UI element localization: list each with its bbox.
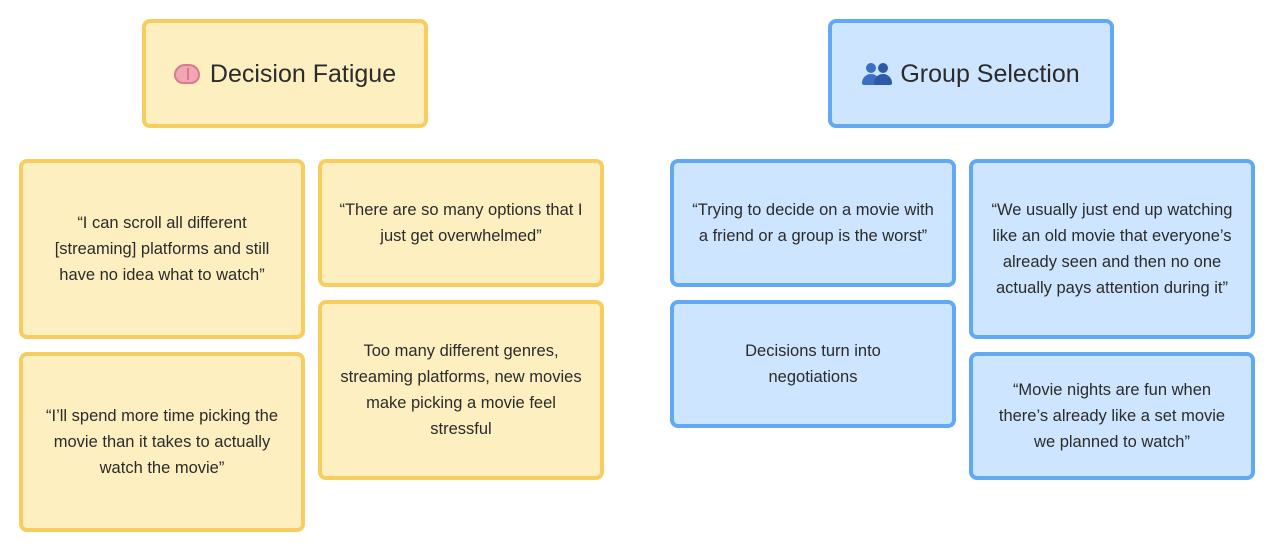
sticky-note[interactable]: Decisions turn into negotiations	[670, 300, 956, 428]
note-text: “I can scroll all different [streaming] …	[54, 214, 270, 284]
note-text: “There are so many options that I just g…	[339, 201, 583, 245]
decision-fatigue-header[interactable]: Decision Fatigue	[142, 19, 428, 128]
note-text: Decisions turn into negotiations	[745, 342, 881, 386]
group-selection-header[interactable]: Group Selection	[828, 19, 1114, 128]
sticky-note[interactable]: “I can scroll all different [streaming] …	[19, 159, 305, 339]
group-title: Decision Fatigue	[209, 59, 397, 88]
note-text: “Trying to decide on a movie with a frie…	[692, 201, 934, 245]
sticky-note[interactable]: Too many different genres, streaming pla…	[318, 300, 604, 480]
group-title: Group Selection	[900, 59, 1080, 88]
sticky-note[interactable]: “There are so many options that I just g…	[318, 159, 604, 287]
brain-icon	[173, 63, 200, 84]
sticky-note[interactable]: “Trying to decide on a movie with a frie…	[670, 159, 956, 287]
sticky-note[interactable]: “Movie nights are fun when there’s alrea…	[969, 352, 1255, 480]
people-icon	[862, 62, 893, 85]
sticky-note[interactable]: “I’ll spend more time picking the movie …	[19, 352, 305, 532]
note-text: Too many different genres, streaming pla…	[340, 342, 582, 438]
sticky-note[interactable]: “We usually just end up watching like an…	[969, 159, 1255, 339]
note-text: “Movie nights are fun when there’s alrea…	[998, 381, 1226, 451]
note-text: “I’ll spend more time picking the movie …	[45, 407, 278, 477]
note-text: “We usually just end up watching like an…	[991, 201, 1233, 297]
